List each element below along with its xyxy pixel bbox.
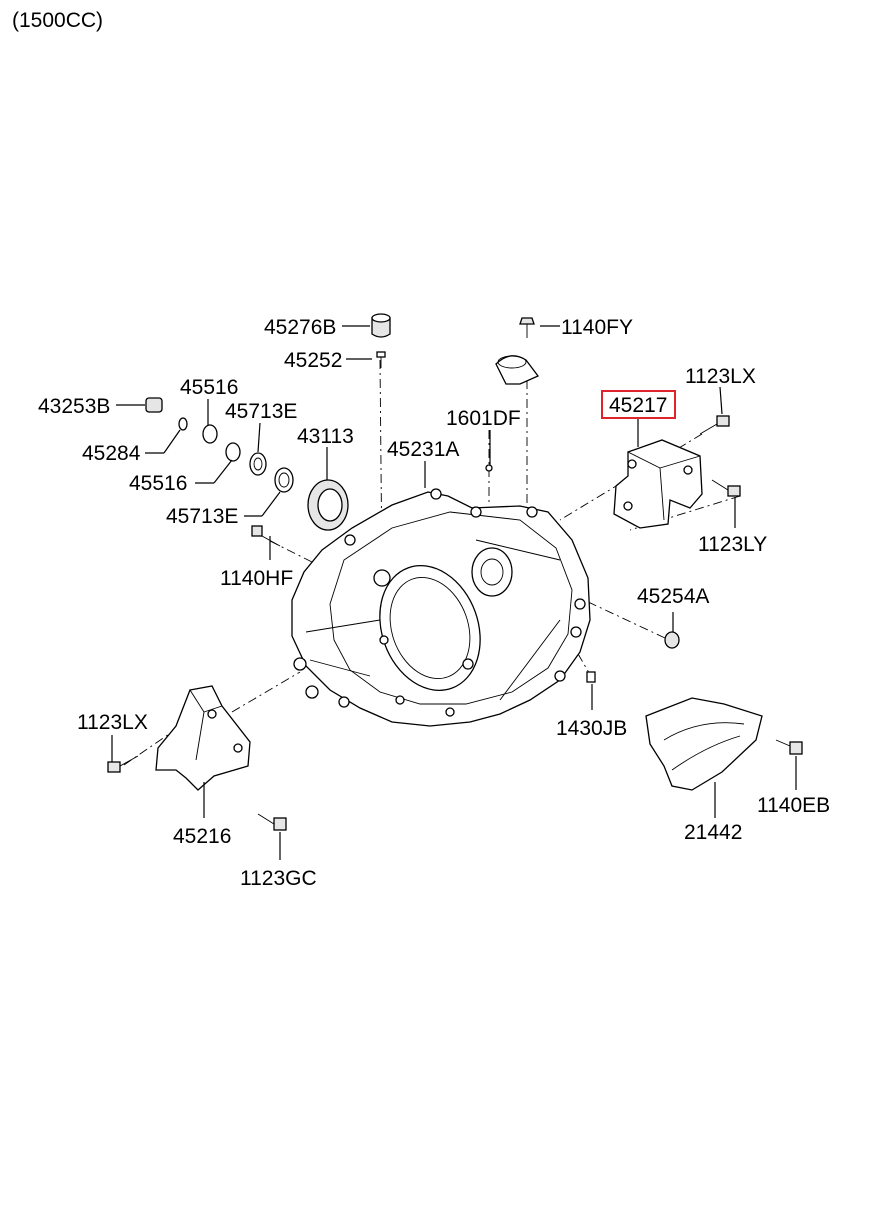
part-1140FY-bolt xyxy=(519,317,535,338)
part-45217-bracket xyxy=(613,439,703,529)
part-breather-cap xyxy=(495,355,540,385)
label-21442[interactable]: 21442 xyxy=(684,821,742,844)
label-45516-top[interactable]: 45516 xyxy=(180,376,238,399)
part-45516-seal-bot xyxy=(225,442,241,462)
label-1123LX-left[interactable]: 1123LX xyxy=(77,711,148,734)
part-45516-seal-top xyxy=(202,424,218,444)
part-45252-pin xyxy=(376,351,386,368)
label-45516-bot[interactable]: 45516 xyxy=(129,472,187,495)
part-43253B-bushing xyxy=(145,397,163,413)
part-45216-bracket xyxy=(155,685,251,791)
part-1123GC-bolt xyxy=(257,813,287,831)
label-1430JB[interactable]: 1430JB xyxy=(556,717,627,740)
label-45252[interactable]: 45252 xyxy=(284,349,342,372)
label-43113[interactable]: 43113 xyxy=(297,425,354,448)
part-21442-cover xyxy=(645,697,763,791)
label-45217[interactable]: 45217 xyxy=(609,394,667,417)
part-45284-ring xyxy=(178,417,188,431)
label-45713E-top[interactable]: 45713E xyxy=(225,400,297,423)
transaxle-housing xyxy=(291,488,591,727)
variant-label: (1500CC) xyxy=(12,9,104,32)
part-labels: 45276B 1140FY 45252 1123LX 45516 45217 4… xyxy=(38,316,830,890)
part-1140EB-bolt xyxy=(775,739,803,755)
label-45276B[interactable]: 45276B xyxy=(264,316,336,339)
leader-lines xyxy=(111,325,797,860)
label-1140EB[interactable]: 1140EB xyxy=(757,794,830,817)
part-1123LX-bolt-left xyxy=(107,755,139,773)
label-1123LY[interactable]: 1123LY xyxy=(698,533,767,556)
part-45254A-plug xyxy=(664,631,680,649)
label-45216[interactable]: 45216 xyxy=(173,825,231,848)
label-1140HF[interactable]: 1140HF xyxy=(220,567,293,590)
part-1601DF-pin xyxy=(485,464,493,472)
part-1123LY-bolt xyxy=(711,479,741,497)
part-1140HF-bolt xyxy=(251,525,281,547)
part-43113-oil-seal xyxy=(307,479,349,531)
label-45713E-bot[interactable]: 45713E xyxy=(166,505,238,528)
label-43253B[interactable]: 43253B xyxy=(38,395,110,418)
part-45276B-plug xyxy=(371,313,391,338)
label-45254A[interactable]: 45254A xyxy=(637,585,709,608)
part-1430JB-pin xyxy=(586,671,596,683)
label-1123LX-top[interactable]: 1123LX xyxy=(685,365,756,388)
highlight-box-45217 xyxy=(601,390,676,419)
label-1601DF[interactable]: 1601DF xyxy=(446,407,521,430)
part-1123LX-bolt-top xyxy=(699,415,730,435)
part-45713E-seal-bot xyxy=(274,467,294,493)
label-45231A[interactable]: 45231A xyxy=(387,438,459,461)
part-45713E-seal-top xyxy=(249,452,267,476)
label-45284[interactable]: 45284 xyxy=(82,442,141,465)
label-1123GC[interactable]: 1123GC xyxy=(240,867,317,890)
label-1140FY[interactable]: 1140FY xyxy=(561,316,633,339)
